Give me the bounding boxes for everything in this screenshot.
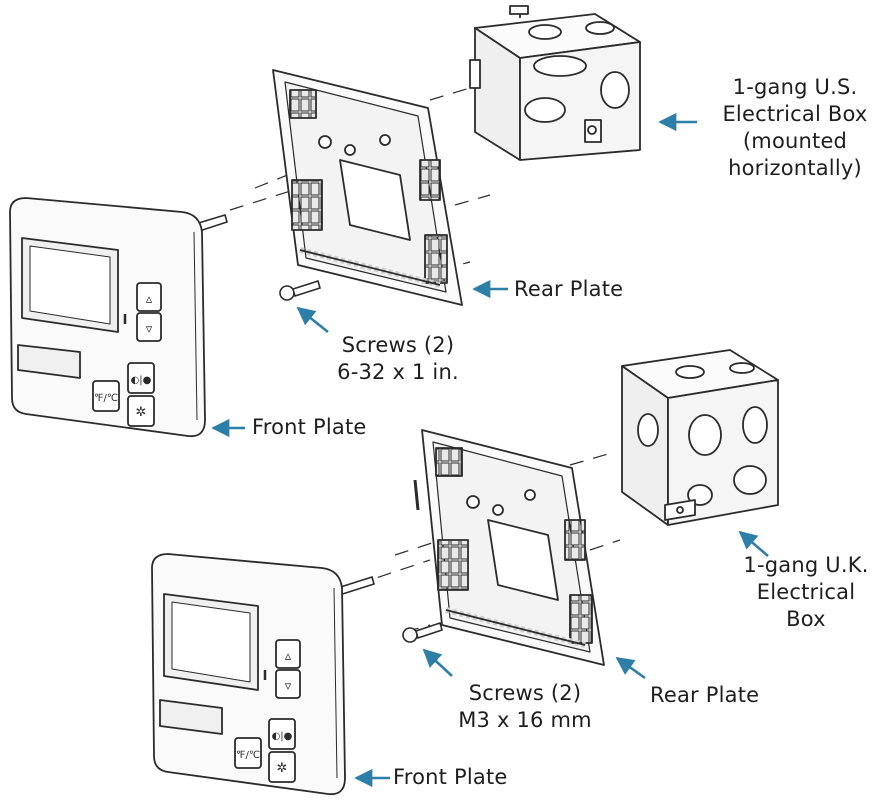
- down-arrow-icon: ▿: [146, 322, 153, 337]
- rear-plate-bottom: [413, 429, 605, 666]
- front-plate-bottom-buttons: ▵ ▿ ℉/℃ ◐|● ✲: [236, 649, 293, 776]
- power-icon: ◐|●: [131, 375, 152, 386]
- us-electrical-box: [469, 5, 641, 161]
- callout-arrows-bottom: [354, 530, 769, 788]
- screw-bottom-lower: [402, 621, 443, 643]
- front-plate-top: [9, 197, 206, 438]
- rear-plate-top-label: Rear Plate: [514, 277, 624, 301]
- screw-top-lower: [279, 279, 321, 301]
- screws-top-label: Screws (2) 6-32 x 1 in.: [337, 333, 459, 384]
- up-arrow-icon: ▵: [146, 292, 153, 307]
- down-arrow-icon: ▿: [285, 679, 292, 694]
- front-plate-top-buttons: ▵ ▿ ℉/℃ ◐|● ✲: [94, 292, 153, 420]
- mode-icon: ℉/℃: [94, 393, 118, 404]
- fan-icon: ✲: [136, 405, 147, 420]
- front-plate-bottom-label: Front Plate: [393, 765, 508, 789]
- mode-icon: ℉/℃: [236, 750, 260, 761]
- up-arrow-icon: ▵: [285, 649, 292, 664]
- uk-box-label: 1-gang U.K. Electrical Box: [743, 553, 869, 631]
- rear-plate-bottom-label: Rear Plate: [650, 683, 760, 707]
- fan-icon: ✲: [277, 761, 288, 776]
- front-plate-bottom: [151, 553, 346, 796]
- screws-bottom-label: Screws (2) M3 x 16 mm: [458, 681, 592, 732]
- front-plate-top-label: Front Plate: [252, 415, 367, 439]
- callout-arrows-top: [211, 112, 697, 438]
- us-box-label: 1-gang U.S. Electrical Box (mounted hori…: [722, 75, 868, 180]
- rear-plate-top: [272, 69, 463, 306]
- uk-electrical-box: [621, 349, 779, 526]
- power-icon: ◐|●: [272, 731, 293, 742]
